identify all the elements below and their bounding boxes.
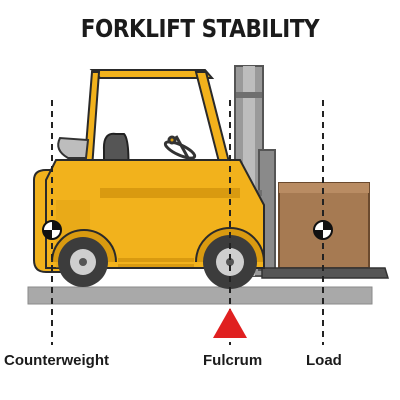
- page-title: FORKLIFT STABILITY: [80, 14, 320, 43]
- fulcrum-label: Fulcrum: [203, 352, 263, 369]
- rear-wheel: [51, 229, 117, 287]
- center-of-gravity-marker-icon: [42, 220, 62, 240]
- steering-wheel: [163, 135, 200, 177]
- ground-platform: [27, 286, 373, 305]
- fulcrum-triangle-icon: [213, 308, 247, 338]
- load-label: Load: [306, 352, 342, 369]
- counterweight-label: Counterweight: [4, 352, 109, 369]
- center-of-gravity-marker-icon: [313, 220, 333, 240]
- forks: [261, 267, 390, 279]
